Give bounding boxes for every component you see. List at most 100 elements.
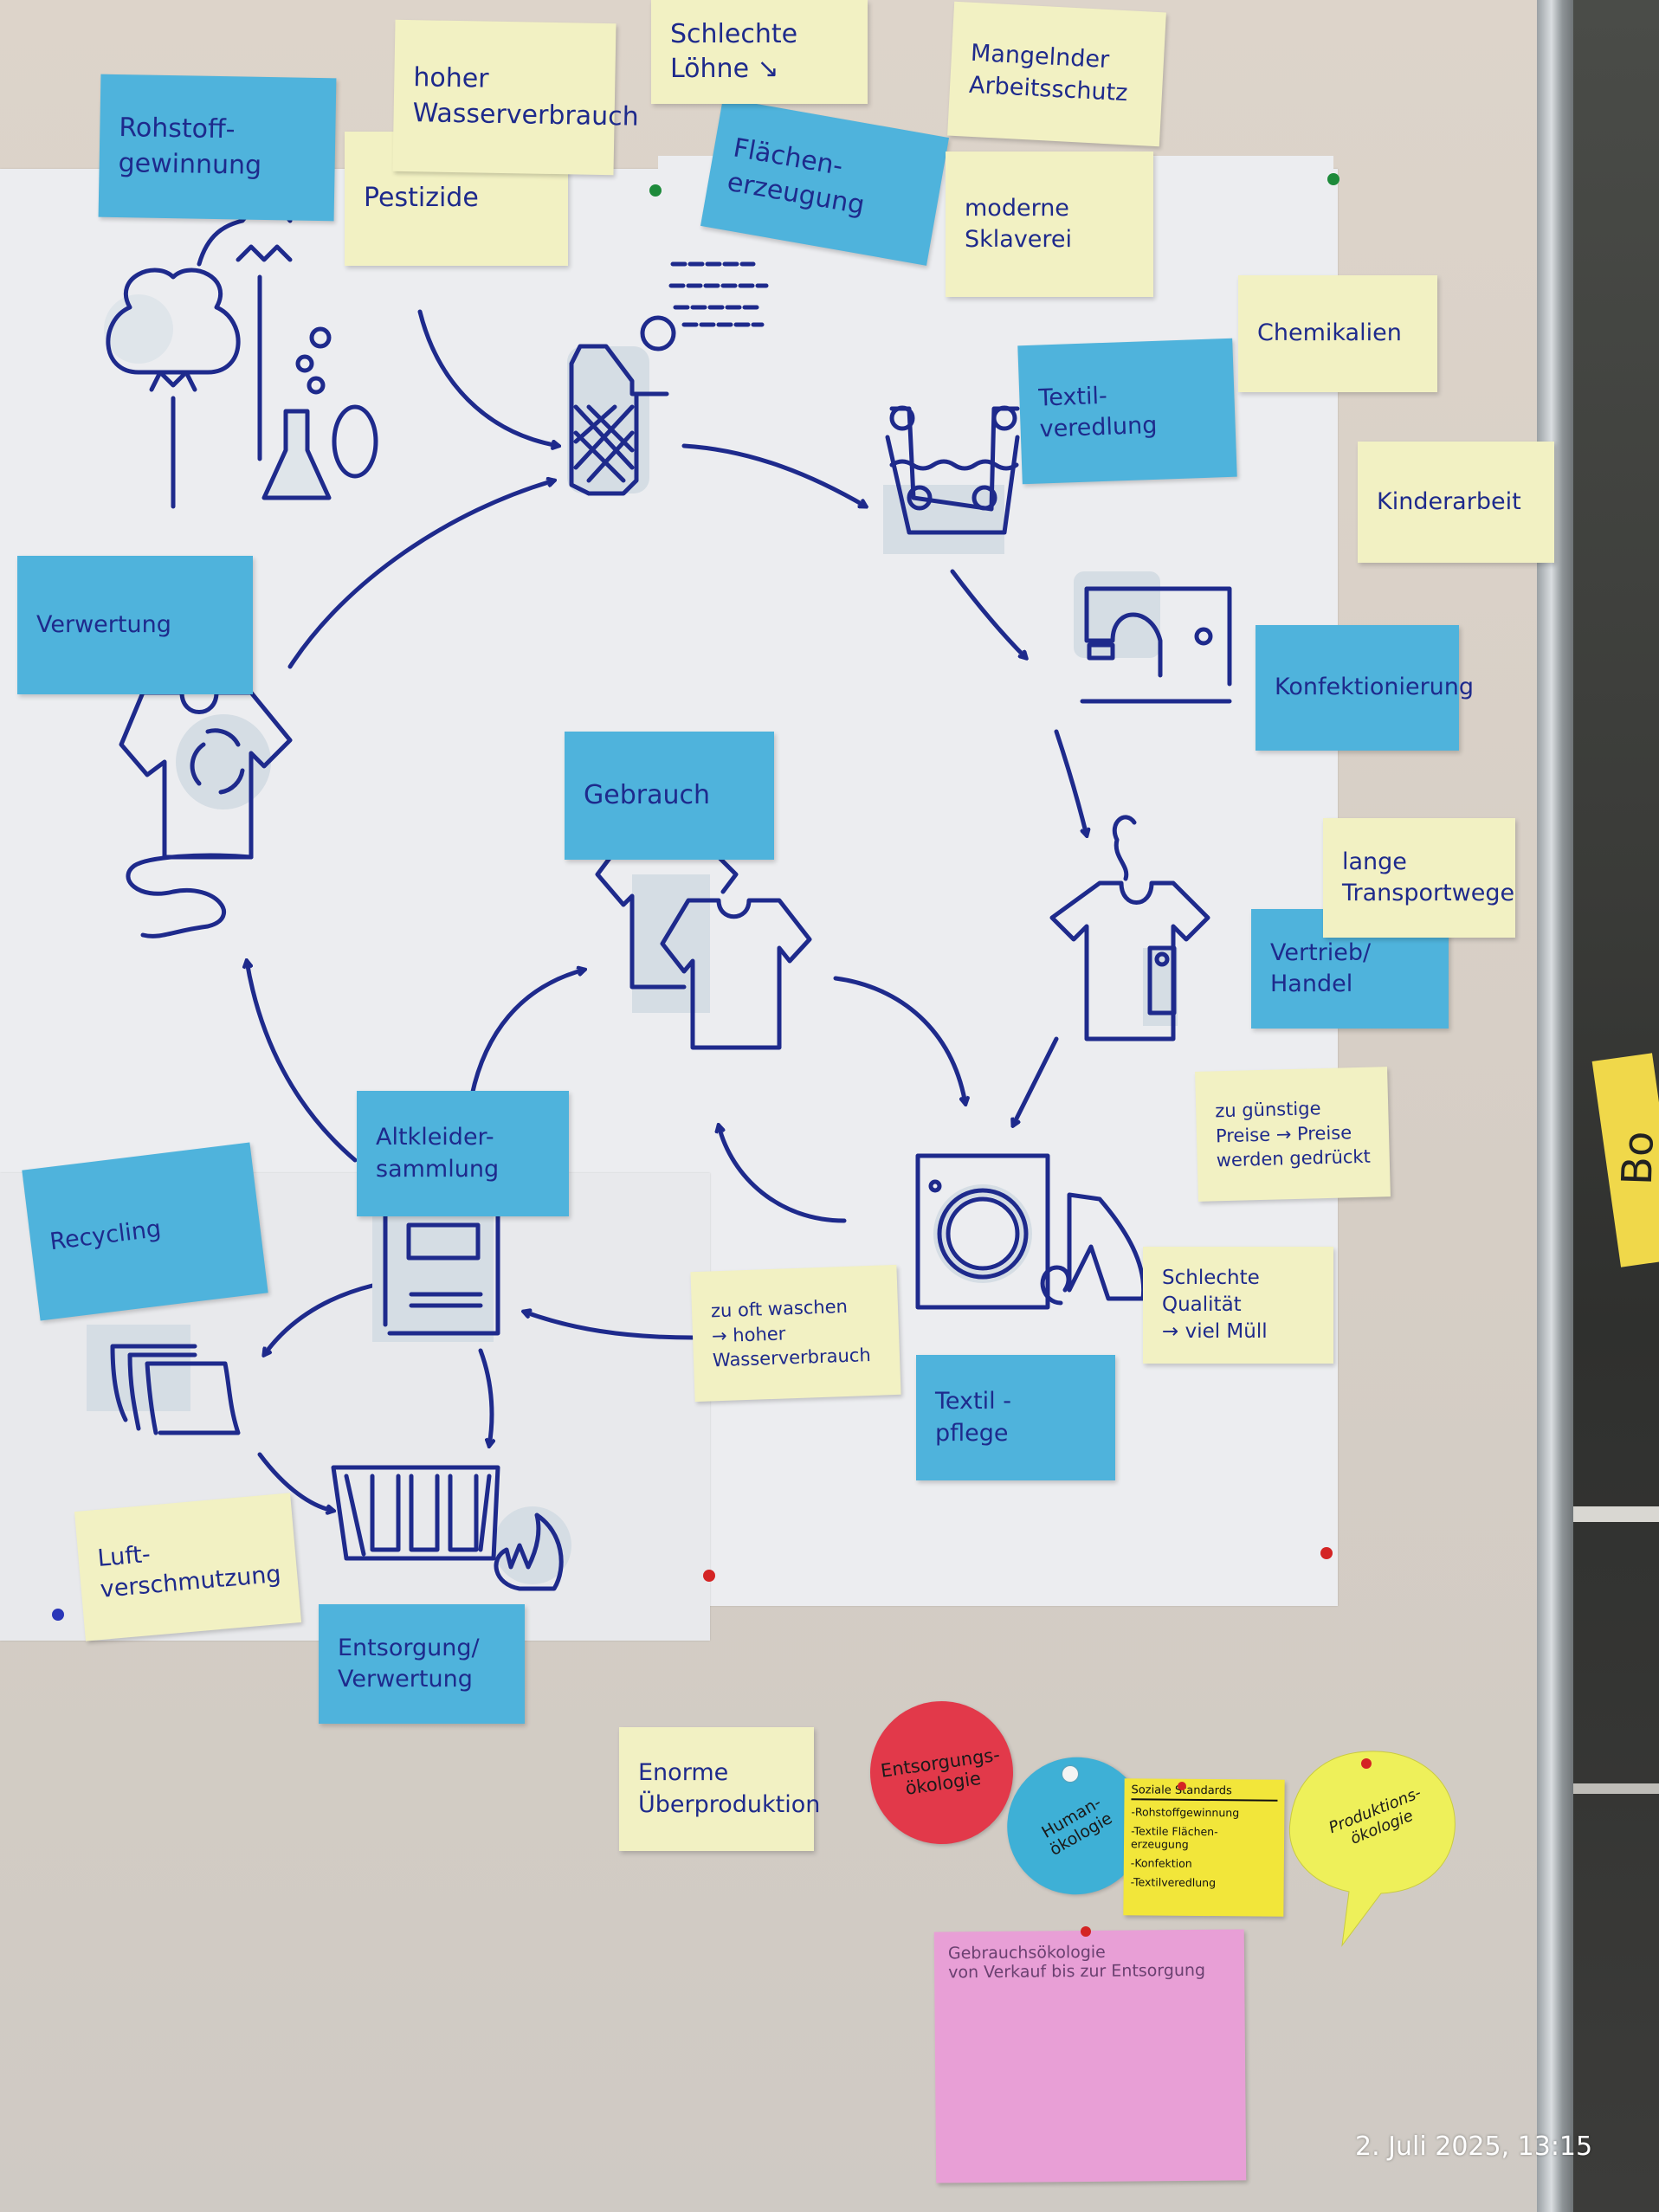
issue-label-line: Schlechte [670,18,798,49]
two-shirts-icon [595,854,812,1050]
stage-note-altkleidersammlung: Altkleider- sammlung [357,1091,569,1216]
stage-label-line: Konfektionierung [1275,674,1475,701]
issue-label-line: hoher [413,62,489,94]
issue-label-line: lange [1342,848,1407,875]
arrow-altkleider-to-entsorgung [478,1348,492,1446]
social-standards-item: erzeugung [1130,1837,1189,1851]
photo-timestamp: 2. Juli 2025, 13:15 [1355,2131,1593,2162]
white-pin [1062,1766,1078,1782]
red-pin [1361,1758,1372,1769]
issue-note-ueberproduktion: Enorme Überproduktion [619,1727,821,1851]
social-standards-note: Soziale Standards -Rohstoffgewinnung -Te… [1123,1778,1285,1917]
green-pin [1327,173,1339,185]
social-standards-item: -Textilveredlung [1130,1875,1217,1890]
stage-note-konfektionierung: Konfektionierung [1256,625,1475,751]
issue-label-line: → viel Müll [1162,1320,1268,1344]
stage-note-recycling: Recycling [22,1142,268,1321]
stage-note-entsorgung-verwertung: Entsorgung/ Verwertung [319,1604,525,1724]
social-standards-item: -Konfektion [1130,1856,1192,1870]
issue-label-line: Überproduktion [638,1790,821,1818]
issue-label-line: Wasserverbrauch [412,97,639,132]
issue-note-luftverschmutzung: Luft- verschmutzung [74,1493,302,1641]
stage-label-line: Verwertung [338,1666,473,1693]
stage-note-rohstoffgewinnung: Rohstoff- gewinnung [98,74,337,222]
shelf-board [1573,1783,1659,1794]
arrow-altkleider-to-gebrauch [469,970,584,1098]
stage-label-line: gewinnung [118,147,262,181]
issue-label-line: Schlechte [1162,1266,1260,1289]
burning-container-icon [331,1465,571,1591]
stage-label-line: pflege [935,1419,1009,1447]
stage-note-verwertung: Verwertung [17,556,253,694]
fabric-sheets-icon [87,1325,241,1435]
issue-note-preise: zu günstige Preise → Preise werden gedrü… [1195,1067,1391,1202]
issue-note-loehne: Schlechte Löhne ↘ [651,0,868,104]
stage-label-line: Vertrieb/ [1270,938,1372,966]
issue-label-line: werden gedrückt [1216,1145,1372,1171]
sewing-machine-icon [1074,571,1232,704]
arrow-recycling-to-entsorgung [257,1452,333,1511]
issue-label-line: Enorme [638,1759,729,1787]
issue-label-line: Qualität [1162,1293,1242,1316]
green-pin [649,184,662,197]
arrow-flaechen-to-veredlung [681,443,866,506]
blue-pin [52,1609,64,1621]
red-pin [703,1570,715,1582]
stage-label-line: Altkleider- [376,1124,494,1151]
stage-note-textilpflege: Textil - pflege [916,1355,1115,1480]
social-standards-heading: Soziale Standards [1131,1783,1278,1802]
issue-label-line: Pestizide [364,183,479,214]
social-standards-item: -Rohstoffgewinnung [1131,1805,1240,1820]
shirt-recycle-icon [119,690,293,938]
yarn-spool-and-fabric-weave-icon [567,261,769,496]
issue-label-line: Kinderarbeit [1377,487,1521,515]
issue-note-sklaverei: moderne Sklaverei [946,152,1153,297]
issue-note-qualitaet: Schlechte Qualität → viel Müll [1143,1247,1333,1364]
shelf-board [1573,1506,1659,1522]
arrow-pflege-to-altkleider [524,1312,695,1340]
issue-note-chemikalien: Chemikalien [1238,275,1437,392]
stage-label-line: Recycling [48,1216,163,1256]
issue-label-line: moderne [965,194,1069,222]
issue-label-line: Transportwege [1342,880,1515,906]
stage-label-line: Textil - [935,1388,1011,1416]
red-pin [1320,1547,1333,1559]
shirt-on-hanger-with-tag-icon [1049,815,1210,1042]
arrow-verwertung-to-spool [287,480,554,669]
issue-note-arbeitsschutz: Mangelnder Arbeitsschutz [947,1,1166,147]
stage-label-line: Gebrauch [584,779,710,810]
arrow-altkleider-to-verwertung [247,961,358,1163]
stage-label-line: Rohstoff- [119,113,236,145]
stage-label-line: Entsorgung/ [338,1634,480,1661]
issue-note-waschen: zu oft waschen → hoher Wasserverbrauch [690,1264,901,1403]
stage-note-textilveredlung: Textil- veredlung [1017,338,1237,485]
category-produktionsoekologie-bubble [1288,1751,1456,1947]
stage-note-gebrauch: Gebrauch [565,732,774,860]
metal-frame [1537,0,1573,2212]
arrow-gebrauch-to-pflege [833,976,965,1104]
arrow-pflege-to-gebrauch [719,1125,847,1223]
stage-label-line: Verwertung [36,610,171,638]
arrow-veredlung-to-konfektion [950,569,1026,658]
arrow-konfektion-to-vertrieb [1054,729,1087,835]
arrow-rohstoff-to-flaechen [417,309,558,446]
social-standards-item: -Textile Flächen- [1131,1824,1218,1839]
issue-label-line: Löhne ↘ [670,54,779,84]
stage-label-line: Handel [1270,971,1353,997]
category-label-line: von Verkauf bis zur Entsorgung [948,1960,1206,1983]
category-label-line: Gebrauchsökologie [947,1942,1106,1964]
stage-label-line: sammlung [376,1155,500,1183]
arrow-altkleider-to-recycling [264,1283,375,1355]
cotton-plant-and-flask-icon [104,207,378,509]
red-pin [1178,1782,1186,1790]
clothing-container-icon [372,1214,500,1342]
issue-note-transportwege: lange Transportwege [1323,818,1515,938]
dye-bath-icon [883,405,1020,554]
issue-label-line: Sklaverei [965,226,1073,253]
washing-machine-and-iron-icon [915,1153,1146,1310]
issue-label-line: Wasserverbrauch [712,1345,872,1371]
issue-note-wasserverbrauch: hoher Wasserverbrauch [392,19,639,176]
red-pin [1081,1926,1091,1937]
category-gebrauchsoekologie-note: Gebrauchsökologie von Verkauf bis zur En… [933,1929,1247,2183]
